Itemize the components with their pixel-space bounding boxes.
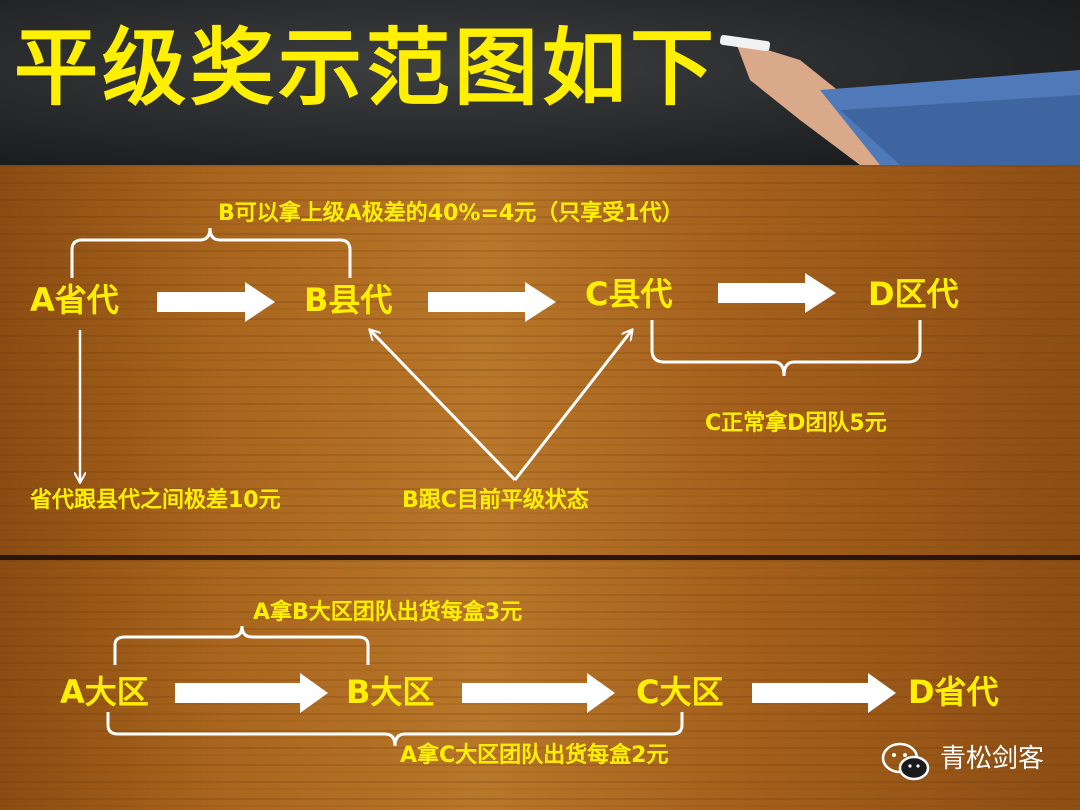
fat-arrow-c-d-bottom (752, 673, 896, 713)
v-arrow-to-b (370, 330, 517, 482)
bracket-ab-bottom (113, 625, 370, 665)
node-d-provincial: D省代 (908, 673, 999, 711)
note-ab-bracket: B可以拿上级A极差的40%=4元（只享受1代） (218, 201, 684, 226)
teacher-hand-illustration (719, 34, 1080, 165)
bracket-cd-top (650, 320, 922, 377)
node-d-district: D区代 (868, 275, 959, 313)
node-b-county: B县代 (304, 281, 393, 319)
wechat-icon (881, 742, 930, 781)
fat-arrow-a-b-bottom (175, 673, 328, 713)
fat-arrow-b-c (428, 282, 556, 322)
node-c-county: C县代 (585, 275, 673, 313)
note-bc-status: B跟C目前平级状态 (402, 488, 589, 513)
bracket-ab-top (70, 227, 352, 278)
note-a-down: 省代跟县代之间极差10元 (30, 488, 281, 513)
fat-arrow-b-c-bottom (462, 673, 615, 713)
brand-name: 青松剑客 (940, 744, 1045, 774)
bracket-ac-bottom (106, 712, 684, 747)
chalkboard-header: 平级奖示范图如下 (0, 0, 1080, 165)
note-cd-bracket: C正常拿D团队5元 (705, 411, 887, 436)
node-c-region: C大区 (636, 673, 724, 711)
node-a-provincial: A省代 (30, 281, 119, 319)
brand-watermark: 青松剑客 (878, 740, 1048, 784)
wood-panel-top (0, 165, 1080, 555)
v-arrow-to-c (513, 330, 632, 481)
panel-divider (0, 555, 1080, 560)
note-ab-bottom: A拿B大区团队出货每盒3元 (253, 600, 523, 625)
page-title: 平级奖示范图如下 (14, 19, 719, 117)
fat-arrow-c-d (718, 273, 836, 313)
note-ac-bottom: A拿C大区团队出货每盒2元 (400, 743, 669, 768)
node-a-region: A大区 (60, 673, 149, 711)
fat-arrow-a-b (157, 282, 275, 322)
node-b-region: B大区 (346, 673, 435, 711)
